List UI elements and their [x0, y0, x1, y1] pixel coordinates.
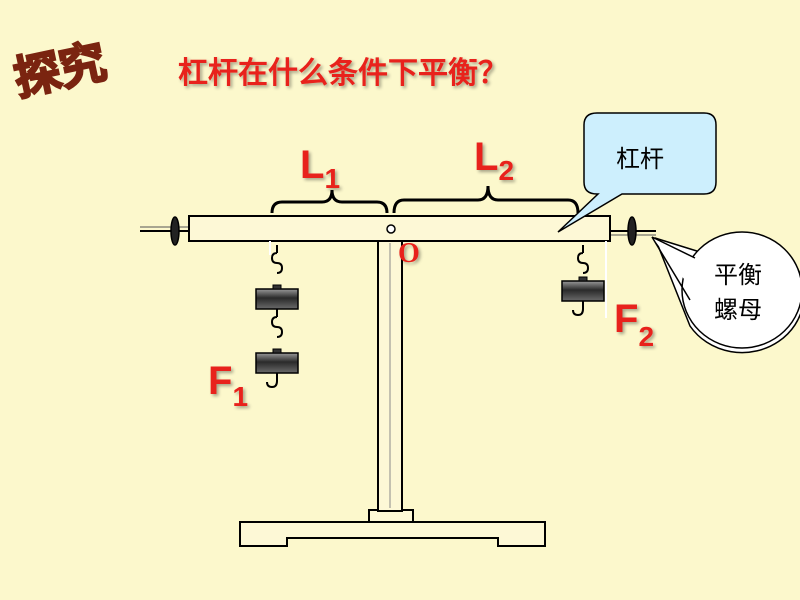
left-weights: [255, 245, 299, 389]
right-weight-1-cap: [578, 276, 588, 282]
pivot-hole: [386, 224, 396, 234]
label-L2: L2: [474, 135, 514, 186]
callout-balance-nut: 平衡 螺母: [651, 231, 800, 354]
left-weight-2-cap: [272, 348, 282, 354]
left-hook-1: [270, 245, 284, 274]
right-weights: [561, 245, 605, 317]
bracket-L1: [270, 189, 389, 214]
corner-title: 探究: [9, 34, 110, 106]
left-weight-2: [255, 352, 299, 374]
lever-stand: [239, 240, 546, 547]
left-weight-1-cap: [272, 284, 282, 290]
callout-lever: 杠杆: [557, 112, 717, 233]
left-bottom-hook: [266, 373, 278, 389]
right-weight-1: [561, 280, 605, 302]
bracket-L2: [392, 185, 580, 214]
label-F2-sub: 2: [638, 321, 654, 352]
lever-bar: [188, 215, 611, 242]
left-balance-nut[interactable]: [170, 216, 180, 246]
label-F2: F2: [614, 297, 654, 352]
callout-nut-line2: 螺母: [714, 296, 762, 324]
right-bottom-hook: [572, 301, 584, 317]
left-weight-1: [255, 288, 299, 310]
question-heading: 杠杆在什么条件下平衡？: [178, 56, 508, 91]
label-F1: F1: [208, 359, 248, 412]
callout-nut-line1: 平衡: [714, 261, 762, 289]
right-hook-1: [576, 245, 590, 274]
label-L1-sub: 1: [324, 163, 340, 194]
right-balance-nut[interactable]: [627, 216, 637, 246]
label-pivot-O: O: [398, 238, 420, 269]
label-L2-sub: 2: [498, 155, 514, 186]
callout-lever-text: 杠杆: [616, 145, 664, 173]
label-F1-sub: 1: [232, 381, 248, 412]
label-L1: L1: [300, 143, 340, 194]
stand-base: [239, 521, 546, 547]
left-hook-2: [270, 309, 284, 338]
lever: [140, 215, 656, 318]
